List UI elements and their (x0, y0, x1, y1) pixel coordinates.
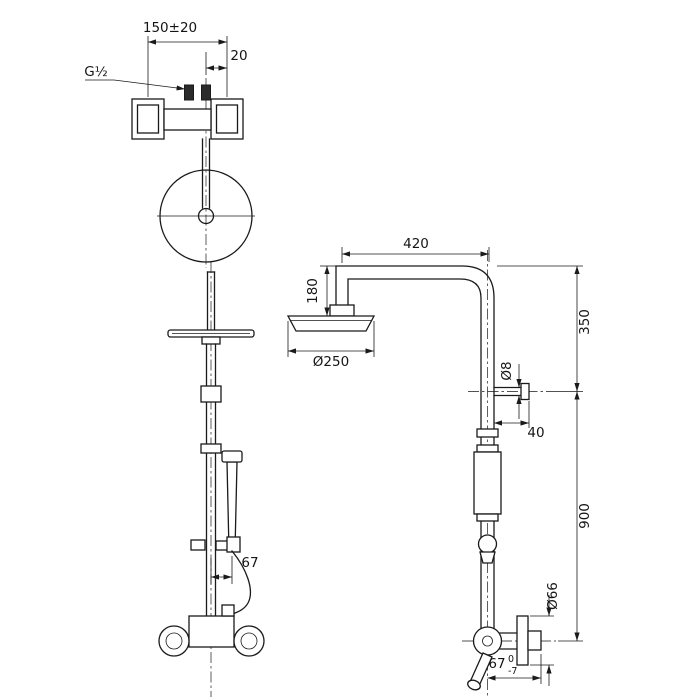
slider-knob (190, 539, 206, 551)
dim-head-diameter: Ø250 (313, 354, 349, 370)
label-thread-size: G½ (84, 64, 108, 80)
hand-shower-holder-side-view (473, 451, 502, 515)
dim-outlet-diameter: Ø8 (499, 361, 515, 380)
dim-hand-shower-offset: 67 (241, 555, 258, 571)
diverter-knob (221, 604, 235, 617)
side-view: 420 180 Ø250 Ø8 40 350 (286, 236, 593, 698)
holder-arm (215, 540, 229, 551)
wall-flange-right (233, 625, 265, 657)
shower-arm-inner (347, 278, 482, 631)
front-view: 67 (158, 262, 265, 697)
dim-column-height: 900 (577, 503, 593, 529)
top-view: 150±20 20 G½ (84, 20, 255, 268)
dim-upper-height: 350 (577, 309, 593, 335)
outlet-cap (520, 382, 530, 401)
dim-wall-distance-tol-lower: -7 (508, 666, 517, 677)
dim-eccentric-offset: 20 (230, 48, 247, 64)
wall-flange-left (158, 625, 190, 657)
hand-shower-head (221, 450, 243, 463)
pipe-coupling (200, 385, 222, 403)
holder-clamp (226, 536, 241, 553)
dim-arm-length: 420 (403, 236, 429, 252)
mixer-body-front-view (188, 615, 235, 648)
dim-wall-distance-tol-upper: 0 (508, 654, 514, 665)
dim-union-spacing: 150±20 (143, 20, 197, 36)
thread-leader-line (85, 79, 186, 91)
pivot-ball (477, 534, 498, 554)
escutcheon (516, 615, 529, 666)
shower-head-side-view (286, 315, 376, 332)
wall-stub (527, 630, 542, 651)
arm-joint-nut (329, 304, 355, 317)
valve-body-side-view (472, 626, 503, 656)
dim-arm-drop: 180 (305, 278, 321, 304)
dim-wall-distance: 67 (488, 656, 505, 672)
dim-outlet-length: 40 (527, 425, 544, 441)
inlet-nipple-left (184, 84, 194, 101)
dim-escutcheon-diameter: Ø66 (545, 582, 561, 610)
inlet-nipple-right (201, 84, 211, 101)
mixer-body-top-view (163, 108, 212, 131)
